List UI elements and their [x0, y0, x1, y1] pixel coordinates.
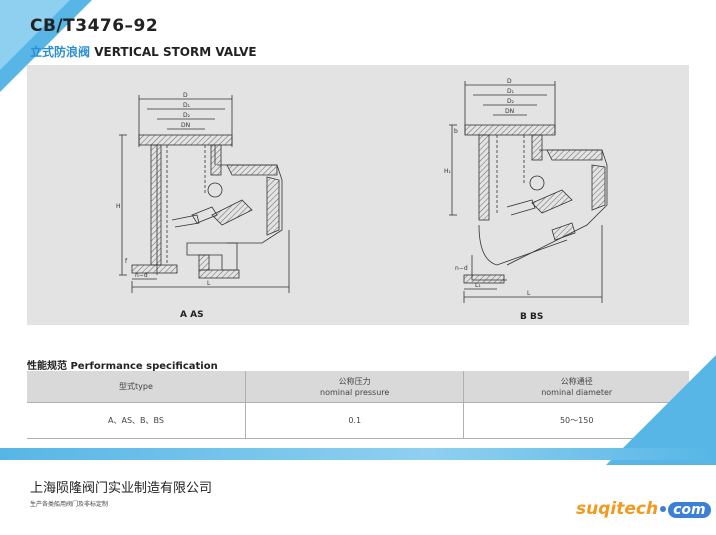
dim-label-D2-b: D₂	[507, 98, 515, 105]
dim-label-D1-b: D₁	[507, 88, 515, 95]
drawing-type-a	[119, 95, 290, 293]
table-row: A、AS、B、BS 0.1 50～150	[27, 402, 689, 439]
header-pressure-cn: 公称压力	[338, 376, 371, 386]
technical-drawing-panel: D D₁ D₂ DN H L n−d f A AS	[27, 65, 689, 325]
table-header-row: 型式type 公称压力 nominal pressure 公称通径 nomina…	[27, 371, 689, 403]
caption-type-b: B BS	[520, 312, 543, 322]
product-title: 立式防浪阀 VERTICAL STORM VALVE	[30, 43, 257, 60]
dim-label-D1: D₁	[183, 102, 191, 109]
company-tagline: 生产各类船用阀门及非标定制	[30, 501, 109, 508]
corner-decoration-right	[606, 355, 716, 465]
dim-label-f: f	[125, 258, 128, 265]
dim-label-D: D	[183, 92, 188, 99]
header-pressure-en: nominal pressure	[320, 387, 390, 397]
dim-label-H1: H₁	[444, 168, 452, 175]
dim-label-n-d: n−d	[135, 272, 148, 279]
dim-label-H: H	[116, 203, 121, 210]
footer-band	[0, 448, 716, 460]
dim-label-DN-b: DN	[505, 108, 514, 115]
performance-section-title: 性能规范 Performance specification	[27, 361, 218, 372]
header-type-cn: 型式type	[119, 382, 153, 391]
corner-decoration-top-left-inner	[0, 0, 70, 70]
dim-label-n-d-b: n−d	[455, 265, 468, 272]
performance-table: 型式type 公称压力 nominal pressure 公称通径 nomina…	[27, 371, 689, 439]
site-logo: suqitech com	[576, 499, 711, 519]
header-type: 型式type	[27, 371, 246, 403]
drawing-type-b	[449, 81, 608, 303]
cell-pressure: 0.1	[245, 402, 465, 439]
logo-tld: com	[668, 502, 711, 518]
drawing-type-b-labels: D D₁ D₂ DN H₁ b L L₁ n−d	[444, 78, 531, 297]
dim-label-D-b: D	[507, 78, 512, 85]
standard-code: CB/T3476–92	[30, 16, 159, 36]
valve-drawings: D D₁ D₂ DN H L n−d f A AS	[116, 78, 608, 322]
drawing-type-a-labels: D D₁ D₂ DN H L n−d f	[116, 92, 211, 287]
dim-label-b: b	[454, 128, 458, 135]
header-diameter-cn: 公称通径	[560, 376, 593, 386]
dim-label-L1: L₁	[475, 282, 481, 289]
dim-label-D2: D₂	[183, 112, 191, 119]
product-name-en: VERTICAL STORM VALVE	[94, 45, 257, 59]
dim-label-L: L	[207, 280, 211, 287]
caption-type-a: A AS	[180, 310, 204, 320]
dim-label-DN: DN	[181, 122, 190, 129]
header-diameter-en: nominal diameter	[541, 387, 613, 397]
header-pressure: 公称压力 nominal pressure	[245, 371, 465, 403]
company-name: 上海陨隆阀门实业制造有限公司	[30, 481, 213, 496]
logo-text: suqitech	[576, 499, 659, 519]
dim-label-L-b: L	[527, 290, 531, 297]
cell-type: A、AS、B、BS	[27, 402, 246, 439]
logo-dot-icon	[660, 506, 667, 512]
product-name-cn: 立式防浪阀	[30, 45, 91, 59]
